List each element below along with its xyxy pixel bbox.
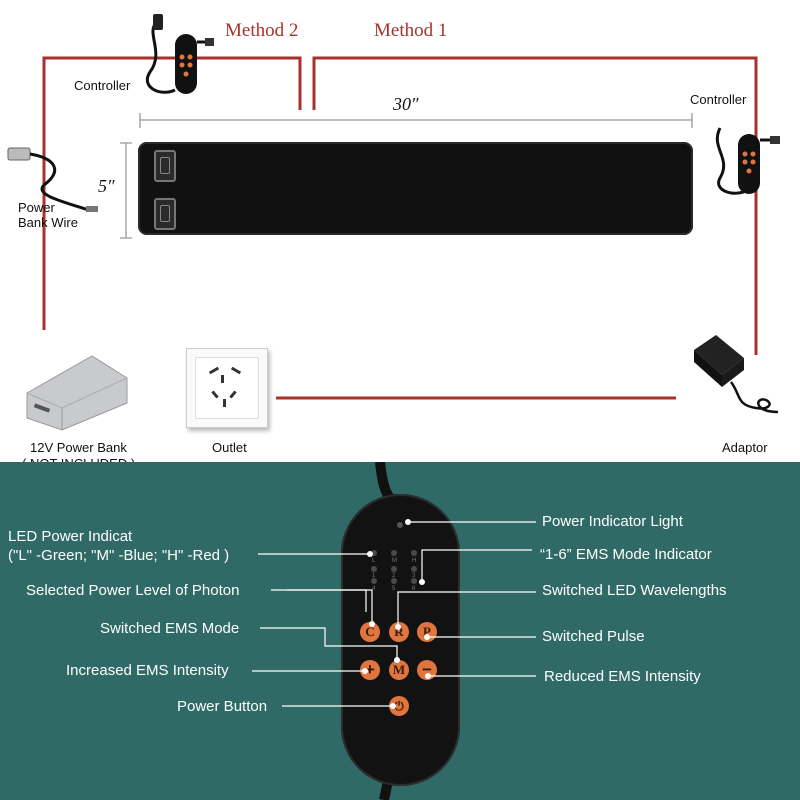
indicator-letter-m: M bbox=[392, 558, 397, 564]
power-bank-label: 12V Power Bank bbox=[30, 440, 127, 455]
callout-switched-ems-mode: Switched EMS Mode bbox=[100, 620, 240, 637]
indicator-number-3: 3 bbox=[412, 573, 416, 579]
power-button[interactable]: ⏻ bbox=[389, 696, 409, 716]
led-indicator-l bbox=[371, 550, 377, 556]
photon-level-button[interactable]: C bbox=[360, 622, 380, 642]
power-bank-wire-image bbox=[7, 147, 98, 212]
adaptor-image bbox=[694, 335, 779, 414]
callout-ems-mode-indicator: “1-6” EMS Mode Indicator bbox=[540, 546, 712, 563]
ems-indicator-5 bbox=[391, 578, 397, 584]
height-dimension-line bbox=[120, 142, 132, 239]
callout-increased-ems: Increased EMS Intensity bbox=[66, 662, 229, 679]
callout-selected-power-level: Selected Power Level of Photon bbox=[26, 582, 240, 599]
adaptor-label: Adaptor bbox=[722, 440, 768, 455]
width-dimension-line bbox=[139, 113, 693, 128]
indicator-number-6: 6 bbox=[412, 586, 416, 592]
callout-led-power-colors: ("L" -Green; "M" -Blue; "H" -Red ) bbox=[8, 547, 230, 564]
ems-mode-button[interactable]: M bbox=[389, 660, 409, 680]
controller-right-label: Controller bbox=[690, 92, 747, 107]
callout-switched-pulse: Switched Pulse bbox=[542, 628, 645, 645]
width-dimension-label: 30″ bbox=[393, 94, 419, 114]
method2-label: Method 2 bbox=[225, 20, 299, 41]
indicator-letter-h: H bbox=[412, 558, 417, 564]
callout-led-power-indicator: LED Power Indicat bbox=[8, 528, 133, 545]
callout-power-indicator-light: Power Indicator Light bbox=[542, 513, 683, 530]
belt-clip-bottom bbox=[154, 198, 176, 230]
belt-clip-top bbox=[154, 150, 176, 182]
outlet-image bbox=[186, 348, 268, 428]
indicator-number-5: 5 bbox=[392, 586, 396, 592]
ems-indicator-2 bbox=[391, 566, 397, 572]
led-indicator-h bbox=[411, 550, 417, 556]
outlet-label: Outlet bbox=[212, 440, 247, 455]
power-indicator-light bbox=[397, 522, 403, 528]
controller-left-label: Controller bbox=[74, 78, 131, 93]
callout-lines bbox=[252, 519, 536, 709]
indicator-letter-l: L bbox=[372, 558, 376, 564]
height-dimension-label: 5″ bbox=[98, 176, 115, 196]
ems-indicator-3 bbox=[411, 566, 417, 572]
ems-indicator-4 bbox=[371, 578, 377, 584]
indicator-number-2: 2 bbox=[392, 573, 396, 579]
callout-power-button: Power Button bbox=[177, 698, 268, 715]
method1-wire bbox=[312, 56, 758, 355]
controller-right-image bbox=[715, 127, 780, 195]
power-bank-wire-label: Power Bank Wire bbox=[18, 200, 78, 230]
ems-indicator-6 bbox=[411, 578, 417, 584]
led-indicator-m bbox=[391, 550, 397, 556]
led-wavelength-button[interactable]: R bbox=[389, 622, 409, 642]
indicator-number-1: 1 bbox=[372, 573, 376, 579]
power-bank-image bbox=[26, 355, 128, 431]
decrease-ems-button[interactable]: − bbox=[417, 660, 437, 680]
increase-ems-button[interactable]: + bbox=[360, 660, 380, 680]
belt-illustration bbox=[138, 142, 693, 235]
ems-indicator-1 bbox=[371, 566, 377, 572]
remote-controller: L M H 4 5 6 1 2 3 C R P + M − ⏻ bbox=[341, 494, 460, 786]
controller-left-image bbox=[146, 14, 214, 94]
callout-switched-led: Switched LED Wavelengths bbox=[542, 582, 727, 599]
callout-reduced-ems: Reduced EMS Intensity bbox=[544, 668, 701, 685]
indicator-number-4: 4 bbox=[372, 586, 376, 592]
method1-label: Method 1 bbox=[374, 20, 448, 41]
